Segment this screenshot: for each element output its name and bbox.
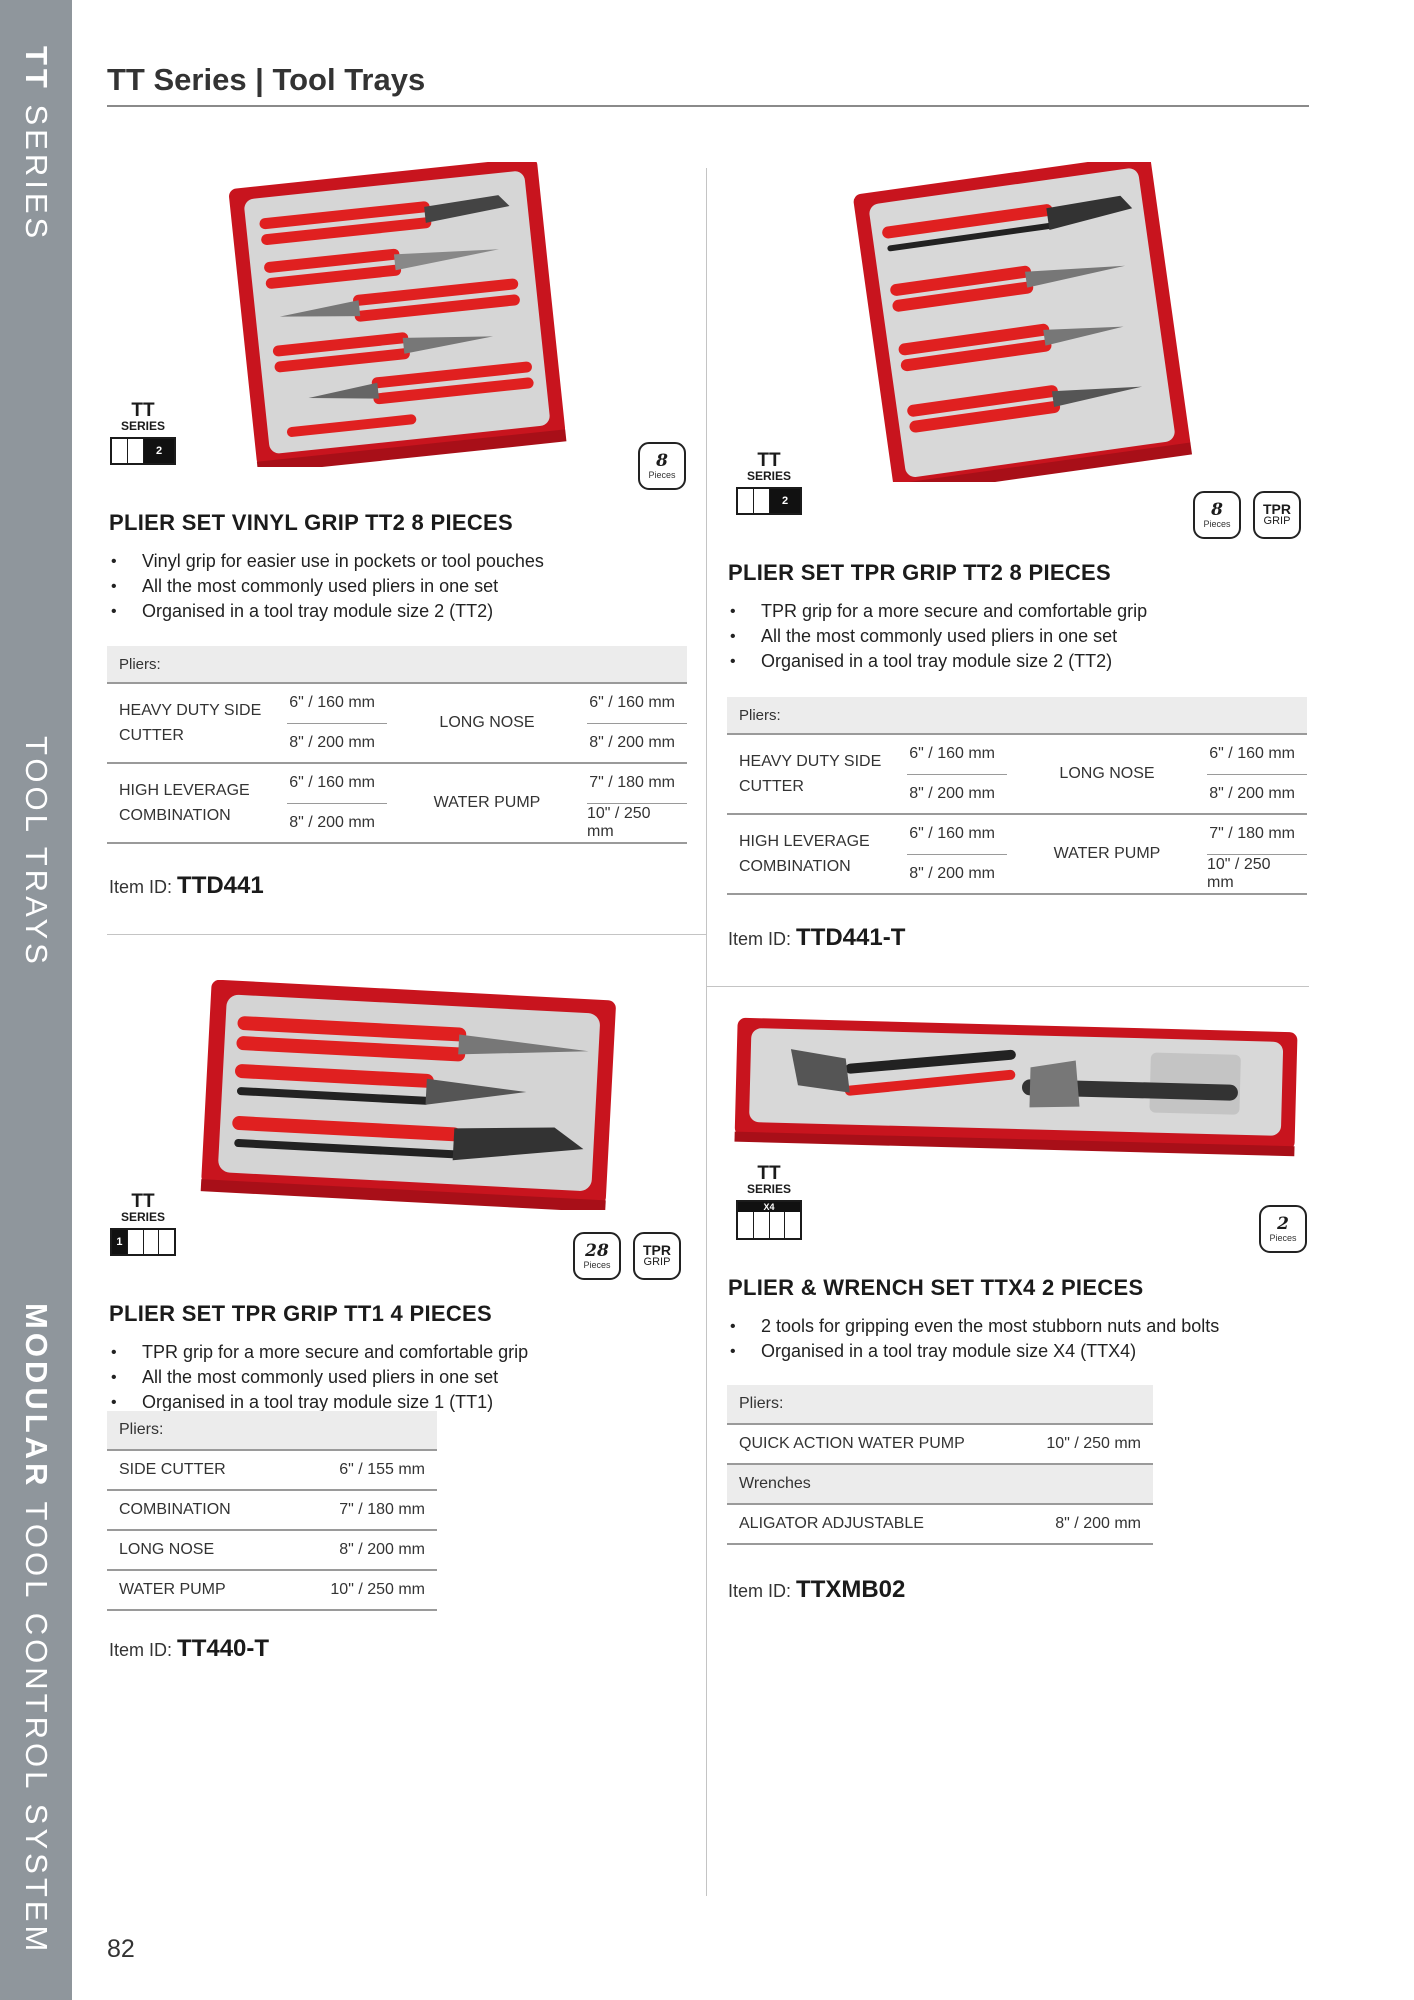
feature-item: All the most commonly used pliers in one… (109, 574, 544, 599)
page-number: 82 (107, 1935, 135, 1963)
spec-table-heading: Pliers: (107, 646, 687, 684)
pieces-count-icon: 2 Pieces (1259, 1205, 1307, 1253)
feature-list: TPR grip for a more secure and comfortab… (109, 1340, 528, 1415)
product-icons: 8 Pieces TPR GRIP (1193, 491, 1301, 539)
product-image-ttxmb02 (730, 1015, 1305, 1160)
feature-item: TPR grip for a more secure and comfortab… (109, 1340, 528, 1365)
feature-item: All the most commonly used pliers in one… (728, 624, 1147, 649)
product-image-ttd441-t (842, 162, 1212, 482)
spec-list-heading: Pliers: (727, 1385, 1153, 1425)
item-id: Item ID: TTD441 (109, 872, 264, 899)
product-icons: 28 Pieces TPR GRIP (573, 1232, 681, 1280)
pieces-count-icon: 8 Pieces (638, 442, 686, 490)
product-image-tt440-t (196, 980, 626, 1210)
module-size-indicator: 2 (110, 437, 176, 465)
side-band-tool-trays: TOOL TRAYS (19, 736, 54, 968)
spec-list-subheading: Wrenches (727, 1465, 1153, 1505)
feature-item: Vinyl grip for easier use in pockets or … (109, 549, 544, 574)
product-title: PLIER & WRENCH SET TTX4 2 PIECES (728, 1275, 1144, 1300)
side-band-tt-series: TT SERIES (19, 46, 54, 243)
pieces-count-icon: 28 Pieces (573, 1232, 621, 1280)
side-band-modular-system: MODULAR TOOL CONTROL SYSTEM (19, 1303, 54, 1956)
side-band: TT SERIES TOOL TRAYS MODULAR TOOL CONTRO… (0, 0, 72, 2000)
tt-series-badge: TT SERIES X4 (736, 1164, 802, 1240)
product-title: PLIER SET VINYL GRIP TT2 8 PIECES (109, 510, 513, 535)
spec-table: Pliers: HEAVY DUTY SIDE CUTTER 6" / 160 … (727, 697, 1307, 895)
product-image-ttd441 (220, 162, 580, 467)
column-divider (706, 168, 707, 1896)
feature-list: TPR grip for a more secure and comfortab… (728, 599, 1147, 674)
tt-series-badge: TT SERIES 1 (110, 1192, 176, 1256)
product-icons: 2 Pieces (1259, 1205, 1307, 1253)
feature-item: 2 tools for gripping even the most stubb… (728, 1314, 1219, 1339)
product-title: PLIER SET TPR GRIP TT2 8 PIECES (728, 560, 1111, 585)
feature-item: Organised in a tool tray module size 1 (… (109, 1390, 528, 1415)
feature-item: All the most commonly used pliers in one… (109, 1365, 528, 1390)
page-title: TT Series | Tool Trays (107, 62, 426, 97)
module-size-indicator: X4 (736, 1200, 802, 1240)
feature-list: 2 tools for gripping even the most stubb… (728, 1314, 1219, 1364)
module-size-indicator: 2 (736, 487, 802, 515)
item-id: Item ID: TTD441-T (728, 924, 906, 951)
tpr-grip-icon: TPR GRIP (1253, 491, 1301, 539)
row-divider-left (107, 934, 707, 935)
tt-series-badge: TT SERIES 2 (736, 451, 802, 515)
tt-series-badge: TT SERIES 2 (110, 401, 176, 465)
spec-table: Pliers: HEAVY DUTY SIDE CUTTER 6" / 160 … (107, 646, 687, 844)
feature-list: Vinyl grip for easier use in pockets or … (109, 549, 544, 624)
item-id: Item ID: TT440-T (109, 1635, 270, 1662)
feature-item: TPR grip for a more secure and comfortab… (728, 599, 1147, 624)
pieces-count-icon: 8 Pieces (1193, 491, 1241, 539)
spec-table-heading: Pliers: (727, 697, 1307, 735)
feature-item: Organised in a tool tray module size 2 (… (728, 649, 1147, 674)
feature-item: Organised in a tool tray module size X4 … (728, 1339, 1219, 1364)
item-id: Item ID: TTXMB02 (728, 1576, 906, 1603)
title-rule (107, 105, 1309, 107)
row-divider-right (707, 986, 1309, 987)
spec-list-heading: Pliers: (107, 1411, 437, 1451)
product-title: PLIER SET TPR GRIP TT1 4 PIECES (109, 1301, 492, 1326)
tpr-grip-icon: TPR GRIP (633, 1232, 681, 1280)
feature-item: Organised in a tool tray module size 2 (… (109, 599, 544, 624)
module-size-indicator: 1 (110, 1228, 176, 1256)
product-icons: 8 Pieces (638, 442, 686, 490)
